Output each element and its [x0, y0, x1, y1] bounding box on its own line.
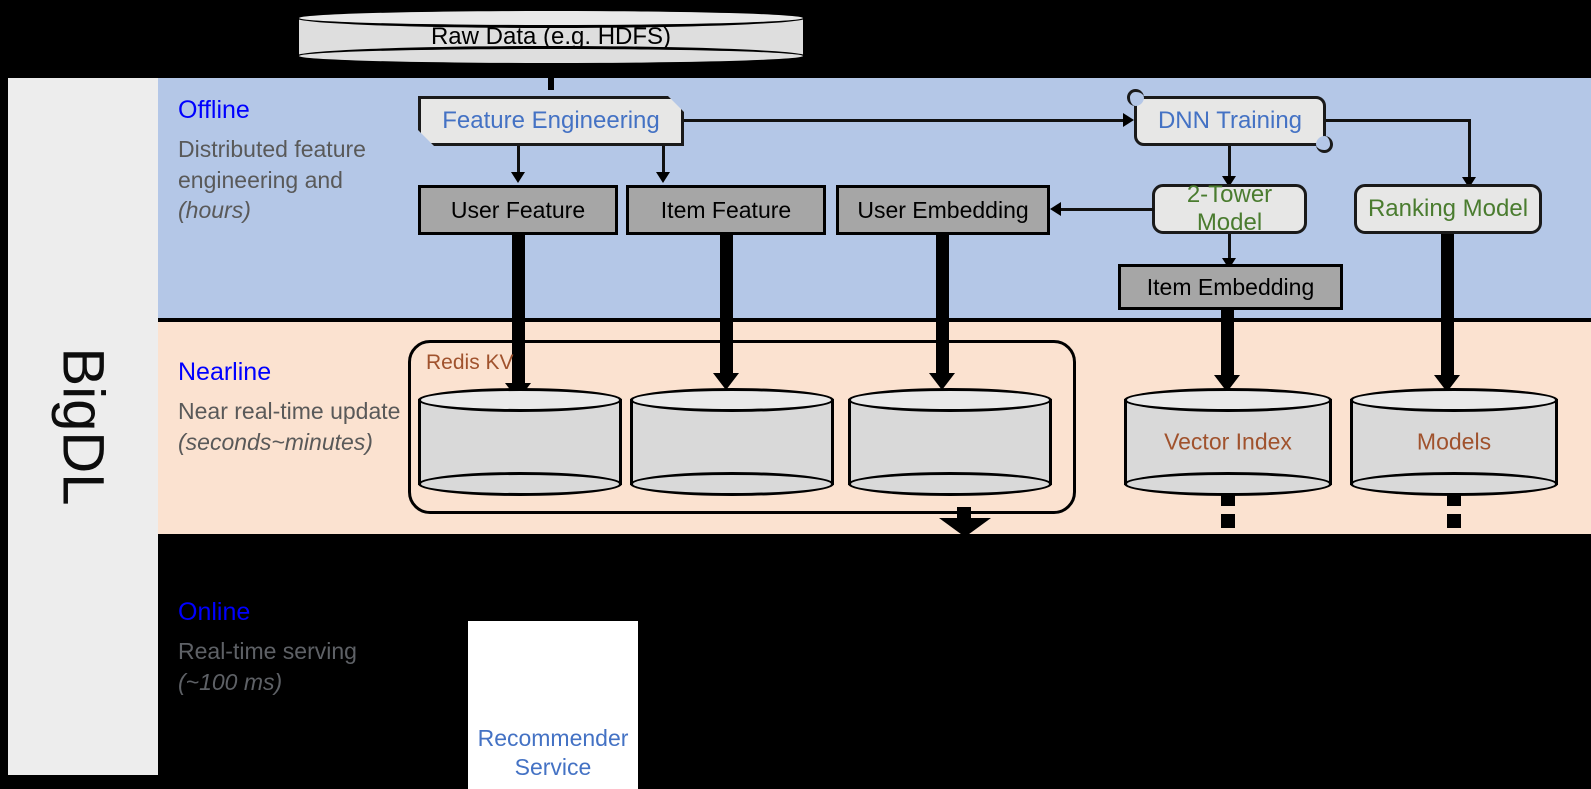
cylinder-bottom: [1124, 472, 1332, 496]
arrowhead-twotower-userembedding: [1050, 202, 1061, 216]
redis-kv-label: Redis KV: [426, 351, 514, 374]
node-user-feature-label: User Feature: [450, 196, 586, 223]
band-desc-nearline: Near real-time update (seconds~minutes): [178, 396, 408, 457]
band-title-offline: Offline: [178, 96, 250, 124]
caption-online: Online Real-time serving (~100 ms): [178, 598, 408, 697]
node-two-tower-model-label: 2-Tower Model: [1186, 181, 1273, 236]
node-user-embedding-label: User Embedding: [857, 196, 1029, 223]
band-online: [158, 538, 1591, 789]
connector-twotower-userembedding: [1060, 208, 1154, 211]
band-desc-offline-em: (hours): [178, 197, 251, 224]
node-item-feature[interactable]: Item Feature: [626, 185, 826, 235]
cylinder-body: [848, 399, 1052, 485]
arrowhead-fe-userfeature: [511, 172, 525, 183]
node-user-feature[interactable]: User Feature: [418, 185, 618, 235]
band-desc-online-text: Real-time serving: [178, 638, 357, 664]
band-desc-offline: Distributed feature engineering and (hou…: [178, 134, 408, 226]
arrowhead-dnn-twotower: [1222, 176, 1236, 187]
arrowhead-twotower-itemembedding: [1222, 258, 1236, 269]
band-title-nearline: Nearline: [178, 358, 272, 386]
node-ranking-model[interactable]: Ranking Model: [1354, 184, 1542, 234]
redis-kv-container: [408, 340, 1076, 514]
cylinder-top: [1350, 388, 1558, 412]
band-desc-online-em: (~100 ms): [178, 668, 283, 695]
cylinder-body: [418, 399, 622, 485]
raw-data-label: Raw Data (e.g. HDFS): [430, 23, 672, 50]
pipe-itemembedding-vectorindex: [1221, 310, 1234, 382]
band-desc-nearline-text: Near real-time update: [178, 398, 401, 424]
connector-twotower-itemembedding: [1228, 234, 1231, 262]
band-desc-offline-text: Distributed feature engineering and: [178, 136, 366, 193]
store-models[interactable]: Models: [1350, 388, 1558, 496]
store-user-embedding-kv[interactable]: [848, 388, 1052, 496]
cylinder-bottom: [1350, 472, 1558, 496]
band-title-online: Online: [178, 598, 251, 626]
node-ranking-model-label: Ranking Model: [1367, 195, 1529, 222]
store-vector-index[interactable]: Vector Index: [1124, 388, 1332, 496]
arrowhead-dnn-ranking: [1462, 177, 1476, 188]
node-item-embedding[interactable]: Item Embedding: [1118, 264, 1343, 310]
cylinder-top: [296, 8, 806, 28]
store-user-feature-kv[interactable]: [418, 388, 622, 496]
node-dnn-training[interactable]: DNN Training: [1127, 89, 1333, 153]
raw-data-store: Raw Data (e.g. HDFS): [296, 8, 806, 66]
arrowhead-userembedding-store: [929, 373, 955, 390]
cylinder-body: [1124, 399, 1332, 485]
pipe-vectorindex-recall-b: [1221, 514, 1235, 528]
pipe-models-ranking-b: [1447, 514, 1461, 528]
connector-dnn-ranking-h: [1326, 119, 1471, 122]
connector-fe-dnn: [684, 119, 1124, 122]
cylinder-top: [418, 388, 622, 412]
node-item-embedding-label: Item Embedding: [1146, 273, 1315, 300]
bigdl-rail: BigDL: [8, 78, 158, 775]
connector-fe-userfeature: [517, 146, 520, 174]
store-item-feature-kv[interactable]: [630, 388, 834, 496]
pipe-rankingmodel-models: [1441, 234, 1454, 382]
cylinder-top: [848, 388, 1052, 412]
node-feature-engineering[interactable]: Feature Engineering: [418, 96, 684, 146]
arrowhead-itemfeature-store: [713, 373, 739, 390]
caption-offline: Offline Distributed feature engineering …: [178, 96, 408, 226]
pipe-userfeature-store: [512, 235, 525, 390]
node-feature-engineering-label: Feature Engineering: [442, 107, 660, 134]
store-models-label: Models: [1416, 428, 1492, 455]
node-item-feature-label: Item Feature: [660, 196, 792, 223]
cylinder-body: [1350, 399, 1558, 485]
cylinder-bottom: [418, 472, 622, 496]
connector-fe-itemfeature: [662, 146, 665, 174]
cylinder-top: [630, 388, 834, 412]
band-desc-nearline-em: (seconds~minutes): [178, 428, 373, 455]
cylinder-bottom: [630, 472, 834, 496]
band-desc-online: Real-time serving (~100 ms): [178, 636, 408, 697]
node-recommender-service-label: Recommender Service: [477, 725, 629, 780]
bigdl-label: BigDL: [50, 347, 116, 506]
arrowhead-store-featureservice: [939, 518, 991, 537]
arrowhead-rawdata-fe: [538, 62, 564, 79]
node-recommender-service[interactable]: Recommender Service: [468, 621, 638, 789]
arrowhead-fe-dnn: [1123, 113, 1134, 127]
connector-dnn-twotower: [1228, 146, 1231, 178]
node-user-embedding[interactable]: User Embedding: [836, 185, 1050, 235]
arrowhead-fe-itemfeature: [656, 172, 670, 183]
cylinder-top: [1124, 388, 1332, 412]
connector-dnn-ranking-v: [1468, 119, 1471, 179]
caption-nearline: Nearline Near real-time update (seconds~…: [178, 358, 408, 457]
cylinder-bottom: [848, 472, 1052, 496]
node-two-tower-model[interactable]: 2-Tower Model: [1152, 181, 1307, 236]
store-vector-index-label: Vector Index: [1164, 428, 1292, 455]
cylinder-body: [630, 399, 834, 485]
pipe-userembedding-store: [936, 235, 949, 380]
pipe-itemfeature-store: [720, 235, 733, 380]
node-dnn-training-label: DNN Training: [1157, 107, 1303, 134]
cylinder-bottom: [296, 46, 806, 66]
